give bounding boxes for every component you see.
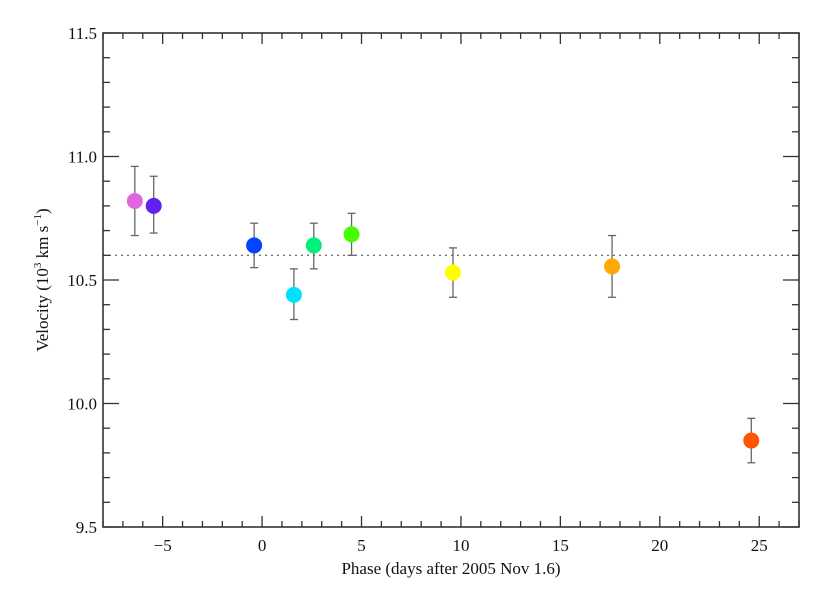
x-tick-label: −5 bbox=[154, 536, 172, 555]
x-tick-label: 25 bbox=[751, 536, 768, 555]
x-tick-label: 5 bbox=[357, 536, 366, 555]
x-tick-label: 0 bbox=[258, 536, 267, 555]
y-tick-label: 9.5 bbox=[76, 518, 97, 537]
data-point bbox=[126, 192, 143, 209]
x-axis-label: Phase (days after 2005 Nov 1.6) bbox=[341, 559, 560, 578]
data-point bbox=[145, 197, 162, 214]
y-tick-label: 11.0 bbox=[68, 148, 97, 167]
data-point bbox=[305, 237, 322, 254]
y-axis: 9.5 10.0 10.5 11.0 11.5 bbox=[67, 24, 799, 537]
x-tick-label: 15 bbox=[552, 536, 569, 555]
error-bars bbox=[130, 165, 756, 464]
y-tick-label: 10.5 bbox=[67, 271, 97, 290]
data-point bbox=[285, 286, 302, 303]
x-axis: −5 0 5 10 15 20 25 bbox=[102, 33, 800, 555]
data-points bbox=[126, 192, 760, 449]
data-point bbox=[343, 226, 360, 243]
y-axis-label: Velocity (103 km s−1) bbox=[32, 208, 52, 351]
y-tick-label: 10.0 bbox=[67, 395, 97, 414]
y-tick-label: 11.5 bbox=[68, 24, 97, 43]
x-tick-label: 10 bbox=[452, 536, 469, 555]
data-point bbox=[444, 264, 461, 281]
data-point bbox=[604, 258, 621, 275]
x-tick-label: 20 bbox=[651, 536, 668, 555]
data-point bbox=[246, 237, 263, 254]
data-point bbox=[743, 432, 760, 449]
